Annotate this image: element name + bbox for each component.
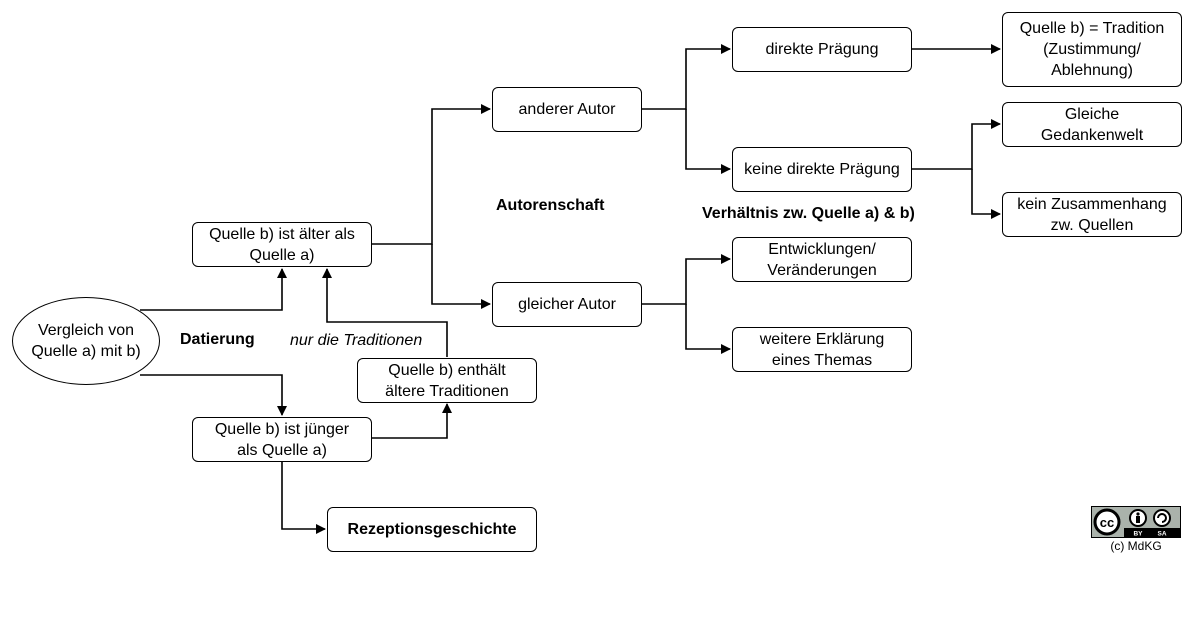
cc-by-sa-icon: cc BY SA bbox=[1092, 507, 1180, 538]
label-verhaeltnis: Verhältnis zw. Quelle a) & b) bbox=[702, 205, 915, 222]
node-juenger: Quelle b) ist jünger als Quelle a) bbox=[192, 417, 372, 462]
edge-keine-zusammenhang bbox=[971, 169, 1001, 219]
node-direkte-praegung: direkte Prägung bbox=[732, 27, 912, 72]
edge-aelter-gleicher bbox=[431, 244, 491, 309]
node-traditionen: Quelle b) enthält ältere Traditionen bbox=[357, 358, 537, 403]
node-keine-direkte-praegung: keine direkte Prägung bbox=[732, 147, 912, 192]
cc-sa-text: SA bbox=[1157, 531, 1166, 538]
cc-by-text: BY bbox=[1133, 531, 1143, 538]
edge-vergleich-aelter bbox=[140, 268, 287, 311]
edge-juenger-traditionen bbox=[372, 403, 452, 439]
edge-gleicher-entwicklungen bbox=[642, 254, 731, 305]
edge-traditionen-aelter bbox=[322, 268, 448, 357]
cc-license-badge: cc BY SA bbox=[1091, 506, 1181, 538]
node-gleicher-autor: gleicher Autor bbox=[492, 282, 642, 327]
node-anderer-autor: anderer Autor bbox=[492, 87, 642, 132]
edge-juenger-rezeption bbox=[281, 462, 326, 534]
edge-anderer-direkte bbox=[642, 44, 731, 110]
node-gedankenwelt: Gleiche Gedankenwelt bbox=[1002, 102, 1182, 147]
edge-anderer-keine bbox=[685, 109, 731, 174]
label-autorenschaft: Autorenschaft bbox=[496, 197, 605, 214]
node-kein-zusammenhang: kein Zusammenhang zw. Quellen bbox=[1002, 192, 1182, 237]
svg-text:cc: cc bbox=[1100, 515, 1114, 530]
node-tradition: Quelle b) = Tradition (Zustimmung/ Ableh… bbox=[1002, 12, 1182, 87]
node-entwicklungen: Entwicklungen/ Veränderungen bbox=[732, 237, 912, 282]
label-nur-traditionen: nur die Traditionen bbox=[290, 332, 423, 349]
edge-gleicher-erklaerung bbox=[685, 304, 731, 354]
edge-aelter-anderer bbox=[372, 104, 491, 245]
node-aelter: Quelle b) ist älter als Quelle a) bbox=[192, 222, 372, 267]
edge-vergleich-juenger bbox=[140, 374, 287, 416]
edge-keine-gedankenwelt bbox=[912, 119, 1001, 170]
node-erklaerung: weitere Erklärung eines Themas bbox=[732, 327, 912, 372]
copyright-text: (c) MdKG bbox=[1110, 539, 1162, 553]
node-vergleich: Vergleich von Quelle a) mit b) bbox=[12, 297, 160, 385]
label-datierung: Datierung bbox=[180, 331, 255, 348]
node-rezeption: Rezeptionsgeschichte bbox=[327, 507, 537, 552]
